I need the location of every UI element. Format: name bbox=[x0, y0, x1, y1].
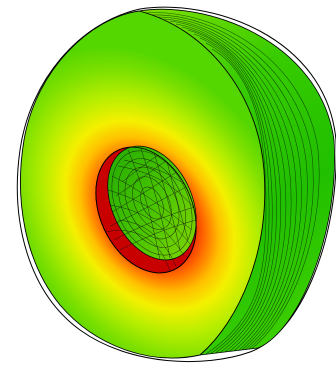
bore-rim bbox=[95, 146, 197, 274]
